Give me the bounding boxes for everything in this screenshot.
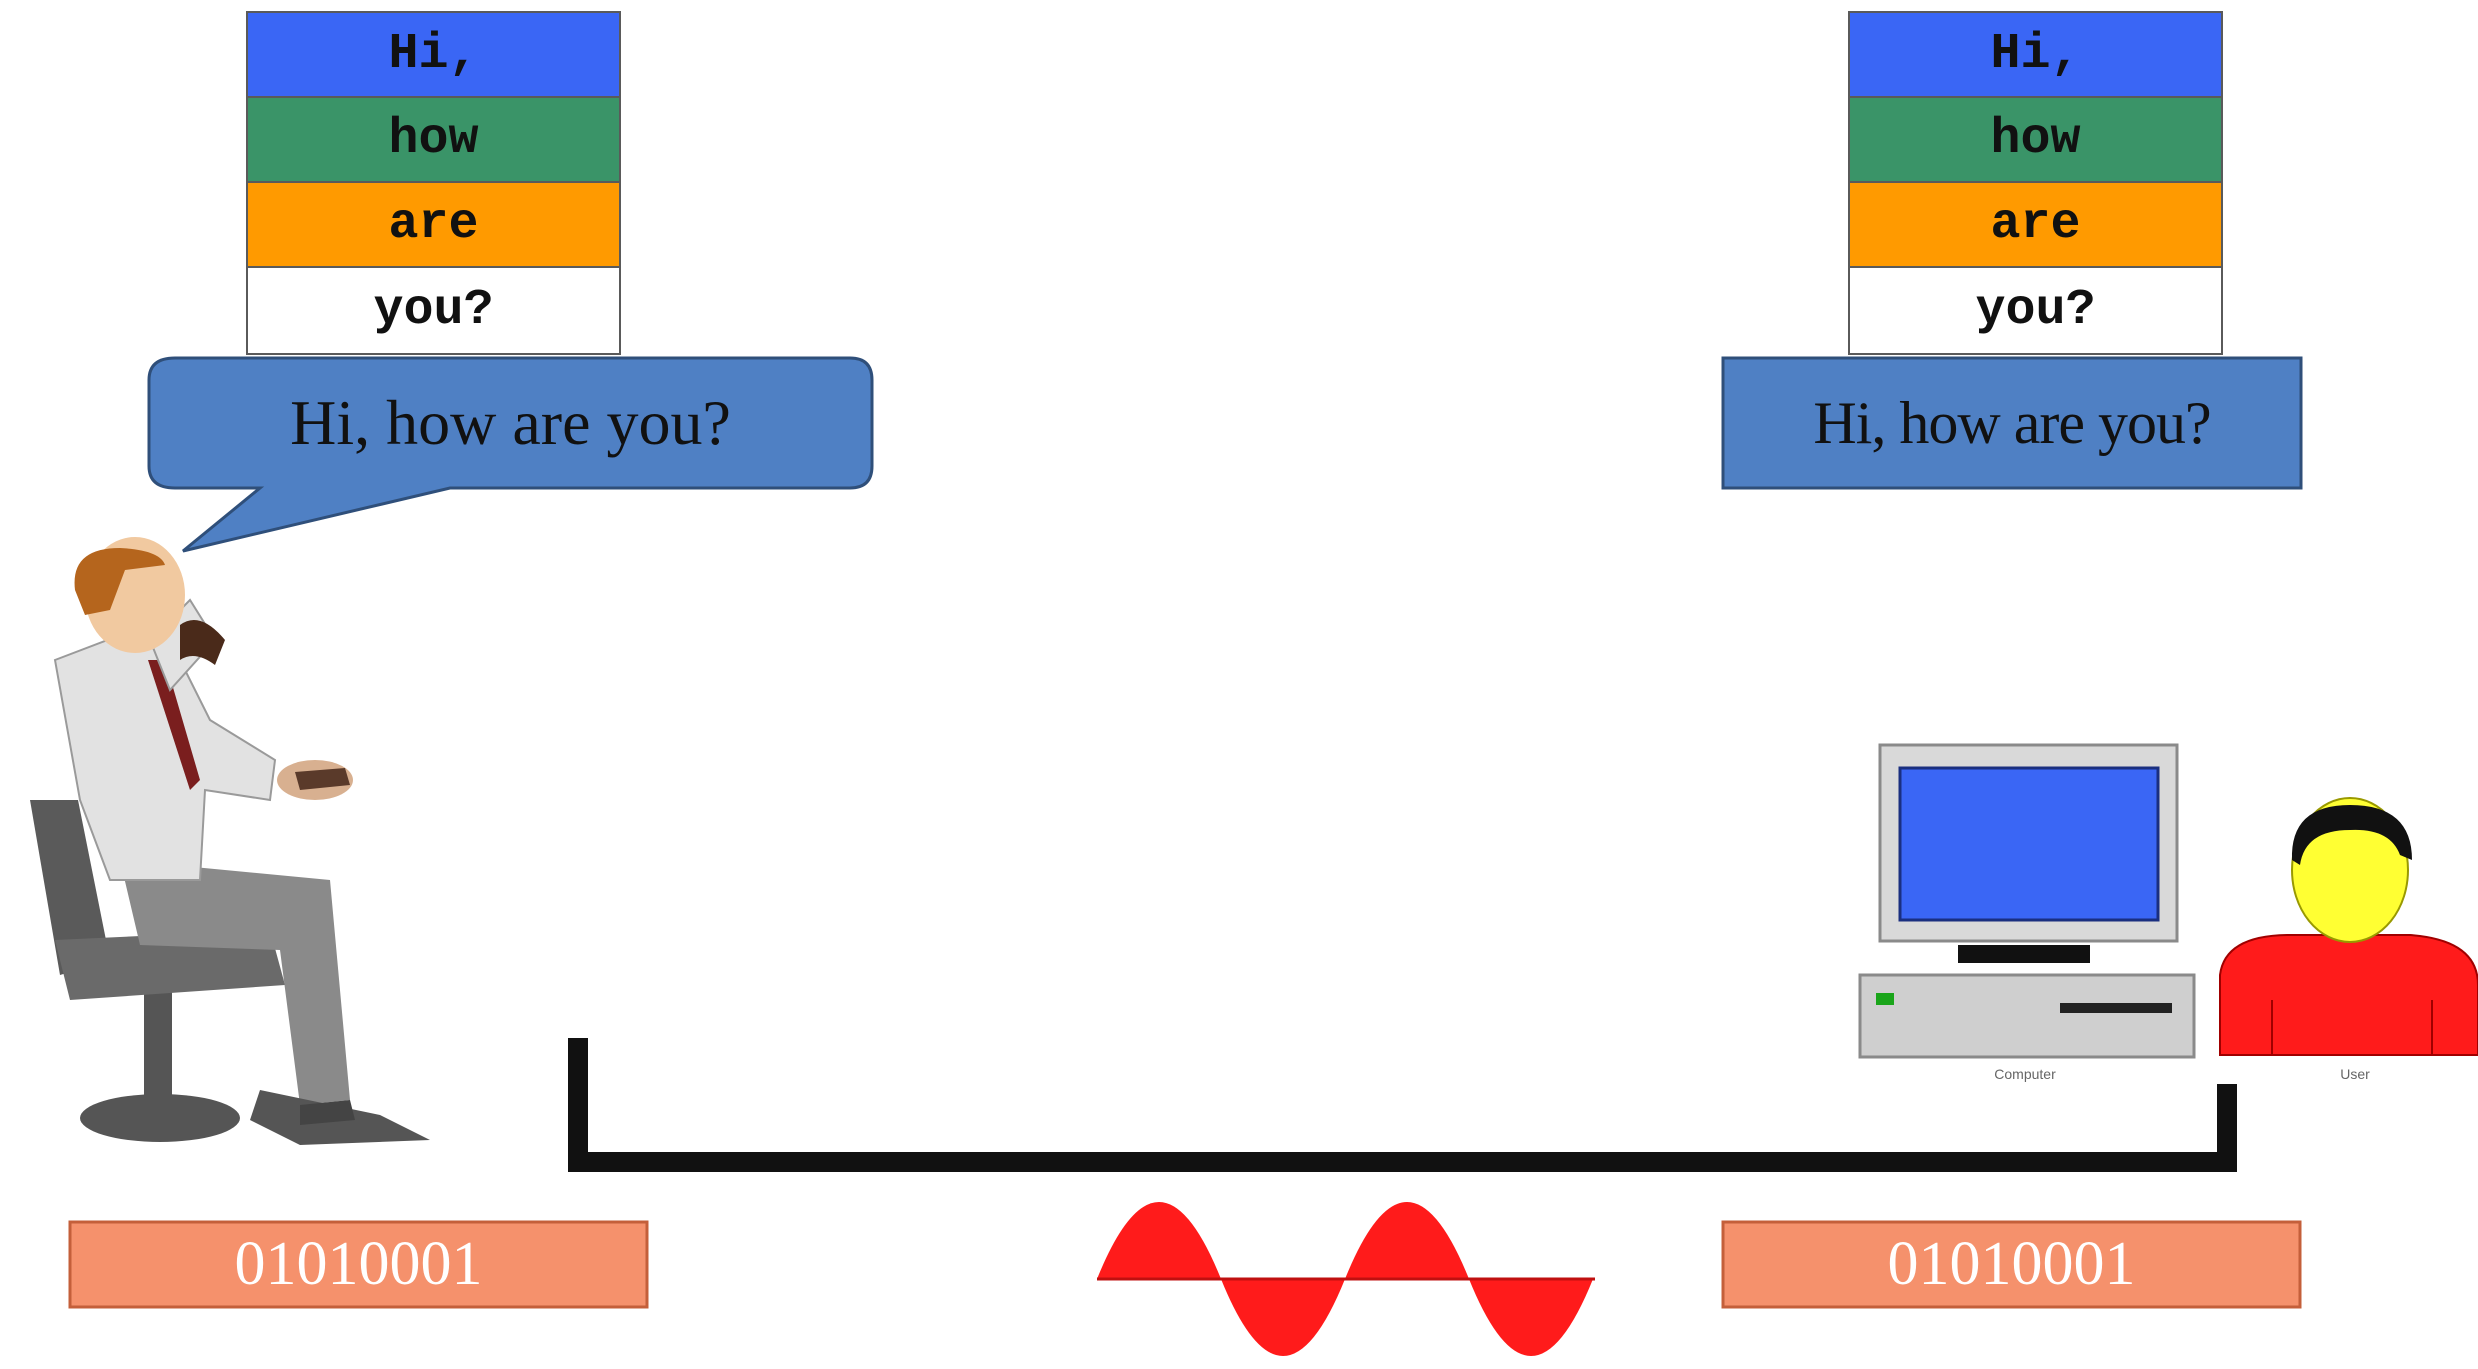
user-caption: User (2340, 1066, 2370, 1082)
left-word-stack: Hi, how are you? (246, 11, 621, 355)
left-binary-text: 01010001 (234, 1230, 483, 1298)
left-word-1: Hi, (248, 13, 619, 98)
right-word-2: how (1850, 98, 2221, 183)
left-word-4: you? (248, 268, 619, 353)
right-word-stack: Hi, how are you? (1848, 11, 2223, 355)
received-message-box (1721, 356, 2303, 490)
right-binary-text: 01010001 (1887, 1230, 2136, 1298)
received-message-text: Hi, how are you? (1813, 389, 2211, 456)
right-word-4: you? (1850, 268, 2221, 353)
speech-bubble (147, 356, 874, 553)
right-word-3: are (1850, 183, 2221, 268)
transmission-wire (568, 1038, 2237, 1172)
right-word-1: Hi, (1850, 13, 2221, 98)
left-word-2: how (248, 98, 619, 183)
computer-caption: Computer (1994, 1066, 2056, 1082)
man-on-phone-icon (30, 537, 430, 1145)
user-icon (2219, 797, 2478, 1056)
right-binary-box (1721, 1220, 2302, 1309)
speech-bubble-text: Hi, how are you? (290, 387, 731, 458)
desktop-computer-icon (1858, 743, 2196, 1059)
left-binary-box (68, 1220, 649, 1309)
left-word-3: are (248, 183, 619, 268)
analog-wave-icon (1097, 1202, 1595, 1356)
